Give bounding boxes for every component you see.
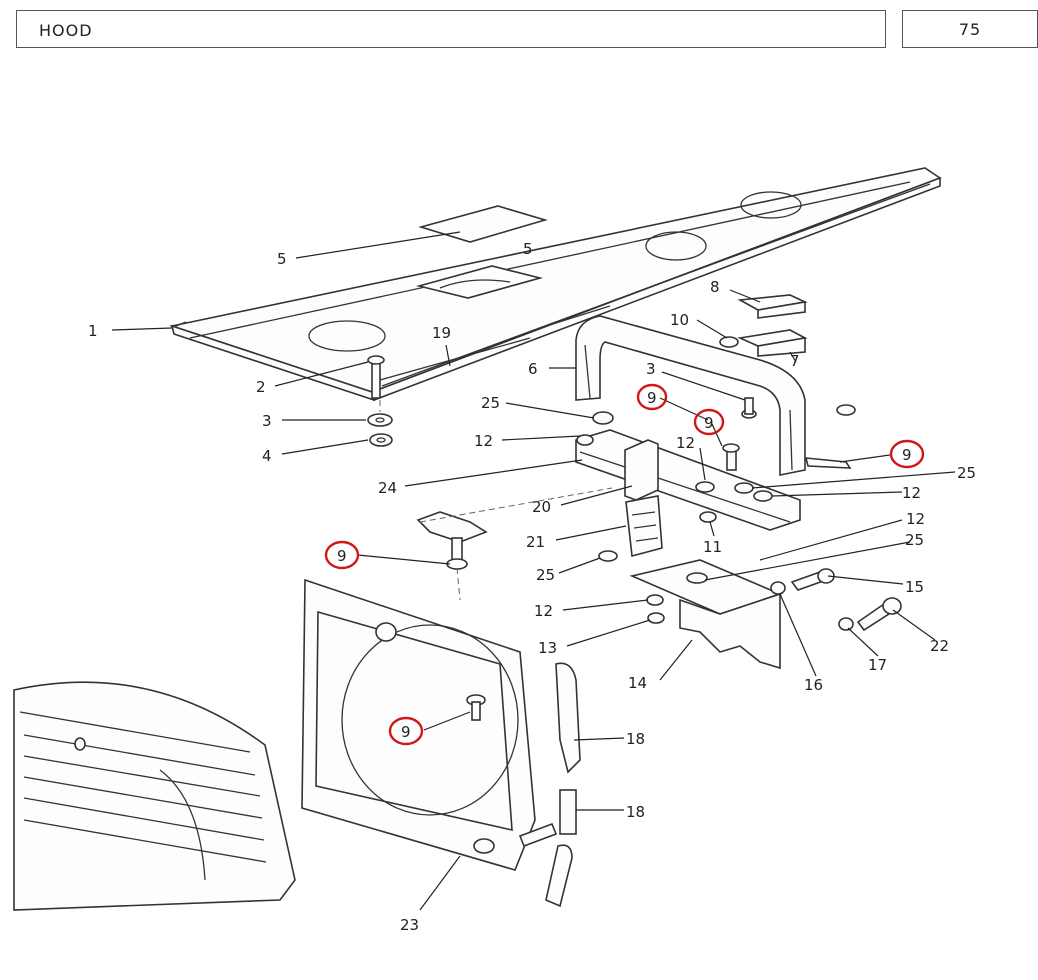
highlight-ring (324, 540, 360, 570)
callout-21: 21 (526, 533, 545, 551)
callout-24: 24 (378, 479, 397, 497)
callout-25-a: 25 (481, 394, 500, 412)
callout-25-c: 25 (536, 566, 555, 584)
highlight-callout-9: 9 (337, 547, 347, 565)
callout-12-c: 12 (902, 484, 921, 502)
highlight-ring (388, 716, 424, 746)
leader-lines (111, 231, 956, 911)
bolt-stack-left (367, 355, 393, 447)
callout-4: 4 (262, 447, 272, 465)
callout-10: 10 (670, 311, 689, 329)
callout-19: 19 (432, 324, 451, 342)
callout-3: 3 (262, 412, 272, 430)
highlight-callout-9: 9 (704, 414, 714, 432)
callout-18-a: 18 (626, 730, 645, 748)
highlight-callout-9: 9 (401, 723, 411, 741)
upper-brackets (719, 294, 856, 416)
callout-25-d: 25 (905, 531, 924, 549)
page-title: HOOD (16, 10, 886, 48)
callout-2: 2 (256, 378, 266, 396)
callout-5-b: 5 (523, 240, 533, 258)
cross-member (575, 397, 852, 562)
callout-16: 16 (804, 676, 823, 694)
highlighted-callouts: 9 9 9 9 9 (324, 383, 925, 746)
callout-12-a: 12 (474, 432, 493, 450)
callout-22: 22 (930, 637, 949, 655)
callout-23: 23 (400, 916, 419, 934)
callout-25-b: 25 (957, 464, 976, 482)
highlight-ring (693, 408, 725, 436)
callout-11: 11 (703, 538, 722, 556)
highlight-callout-9: 9 (647, 389, 657, 407)
page-number: 75 (902, 10, 1038, 48)
callout-labels: 1 2 3 4 5 5 19 8 10 7 6 3 25 12 12 24 20… (88, 240, 976, 934)
callout-13: 13 (538, 639, 557, 657)
callout-5: 5 (277, 250, 287, 268)
callout-20: 20 (532, 498, 551, 516)
callout-12-e: 12 (534, 602, 553, 620)
hood-panel (168, 167, 942, 402)
highlight-ring (889, 439, 925, 469)
callout-18-b: 18 (626, 803, 645, 821)
callout-7: 7 (790, 352, 800, 370)
highlight-callout-9: 9 (902, 446, 912, 464)
callout-17: 17 (868, 656, 887, 674)
small-bracket (416, 511, 488, 570)
side-bolts (770, 568, 902, 632)
callout-3-b: 3 (646, 360, 656, 378)
callout-12-b: 12 (676, 434, 695, 452)
callout-12-d: 12 (906, 510, 925, 528)
callout-8: 8 (710, 278, 720, 296)
alignment-lines (379, 400, 613, 601)
callout-6: 6 (528, 360, 538, 378)
highlight-ring (636, 383, 668, 411)
callout-15: 15 (905, 578, 924, 596)
vehicle-front (13, 681, 296, 911)
grille-frame (301, 578, 536, 871)
seals (518, 662, 581, 908)
callout-1: 1 (88, 322, 98, 340)
support-arch (575, 315, 806, 476)
callout-14: 14 (628, 674, 647, 692)
mounting-bracket (629, 559, 783, 670)
